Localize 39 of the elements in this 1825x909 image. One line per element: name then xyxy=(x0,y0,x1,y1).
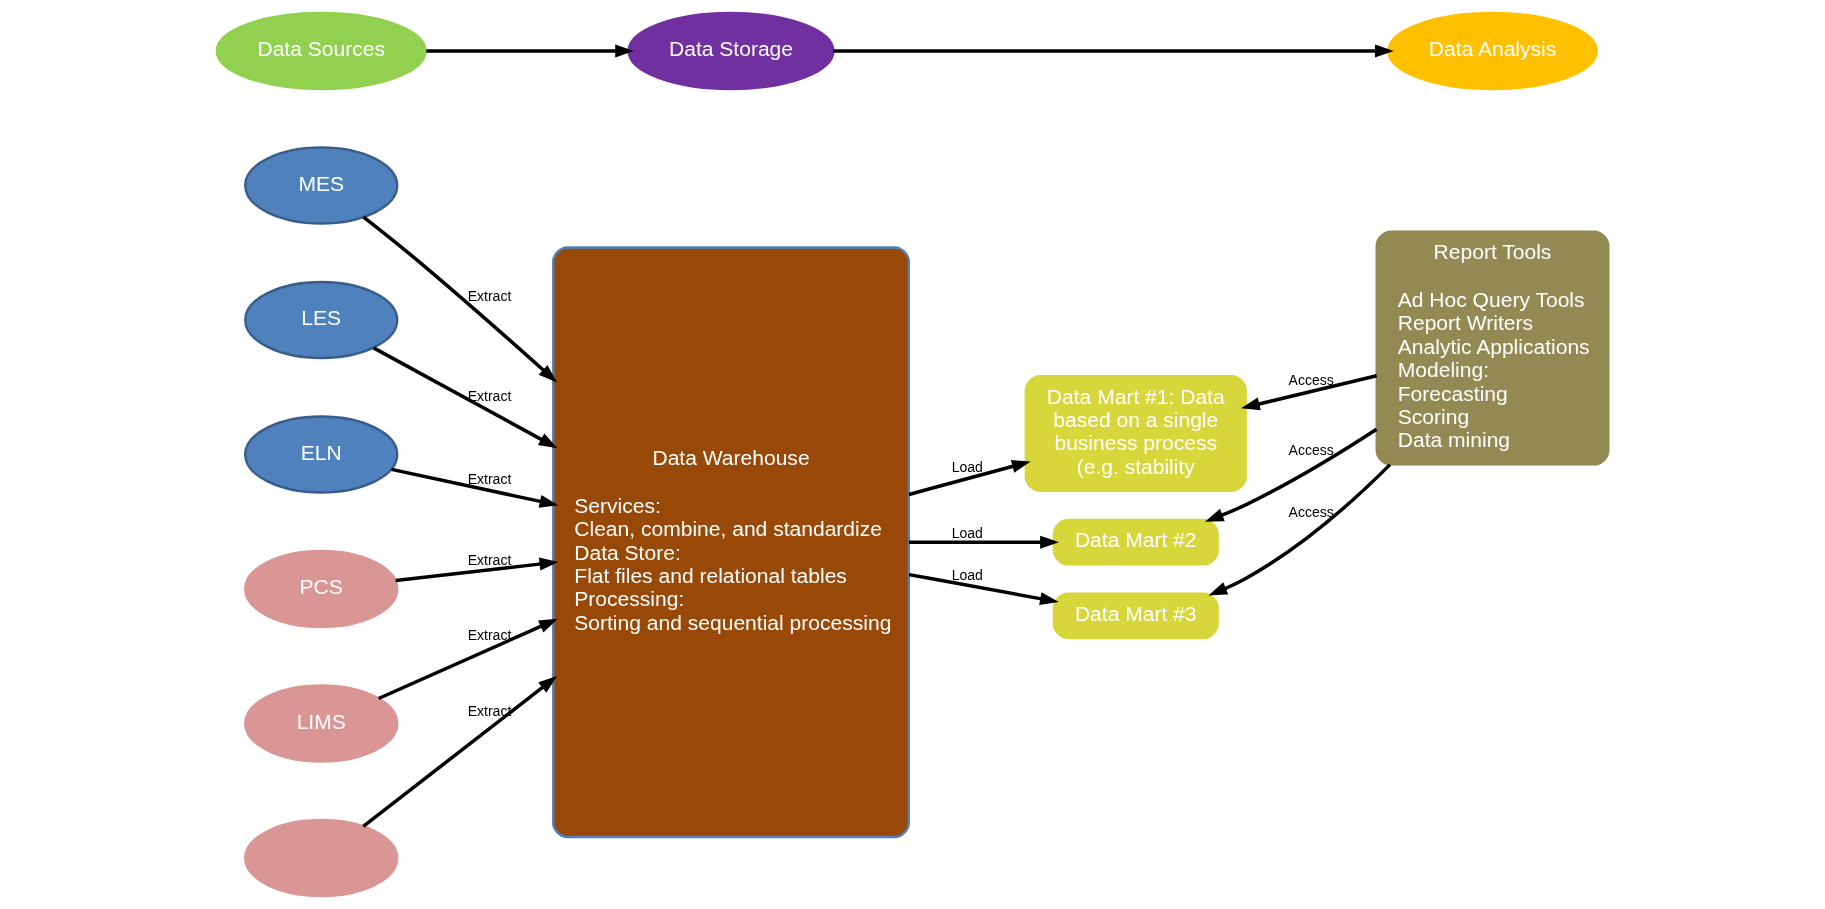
node-ellipse: Data Analysis xyxy=(1387,11,1598,91)
arrow xyxy=(1204,427,1378,522)
arrow xyxy=(362,215,558,383)
node-box: Data Mart #1: Data based on a single business process (e.g. stability xyxy=(1024,374,1247,492)
edge-label: Access xyxy=(1288,372,1334,389)
node-ellipse: MES xyxy=(244,146,399,225)
arrow xyxy=(1241,373,1378,411)
node-box: Report Tools Ad Hoc Query Tools Report Writers Analytic Applications Modeling: Forecasting Scoring Data mining xyxy=(1375,230,1610,466)
arrow xyxy=(908,460,1031,497)
node-ellipse: Data Sources xyxy=(215,11,427,91)
node-box: Data Mart #2 xyxy=(1052,518,1219,566)
node-ellipse: PCS xyxy=(244,549,399,629)
arrow xyxy=(395,557,559,583)
node-ellipse: LES xyxy=(244,280,399,360)
edge-label: Load xyxy=(951,567,983,584)
edge-label: Load xyxy=(951,458,983,475)
edge-label: Extract xyxy=(467,627,512,644)
arrow xyxy=(372,346,558,449)
node-ellipse: LIMS xyxy=(244,684,399,763)
edge-label: Access xyxy=(1288,504,1334,521)
node-ellipse: ELN xyxy=(244,415,399,494)
arrow xyxy=(362,676,558,828)
arrow xyxy=(1208,463,1392,596)
edge-label: Extract xyxy=(467,471,512,488)
edge-label: Extract xyxy=(467,388,512,405)
arrow xyxy=(391,467,559,508)
edge-label: Extract xyxy=(467,552,512,569)
arrow xyxy=(908,572,1059,606)
edge-label: Load xyxy=(951,525,983,542)
node-ellipse: Data Storage xyxy=(627,11,835,91)
edge-label: Extract xyxy=(467,287,512,304)
arrow xyxy=(377,618,558,701)
node-box: Data Warehouse Services: Clean, combine, and standardize Data Store: Flat files and relational tables Processing: Sorting and sequential processing xyxy=(552,246,910,839)
arrow xyxy=(833,44,1394,58)
node-box: Data Mart #3 xyxy=(1052,592,1219,640)
node-ellipse xyxy=(244,818,399,898)
arrow xyxy=(909,535,1059,549)
arrow xyxy=(426,44,634,58)
edge-label: Access xyxy=(1288,442,1334,459)
